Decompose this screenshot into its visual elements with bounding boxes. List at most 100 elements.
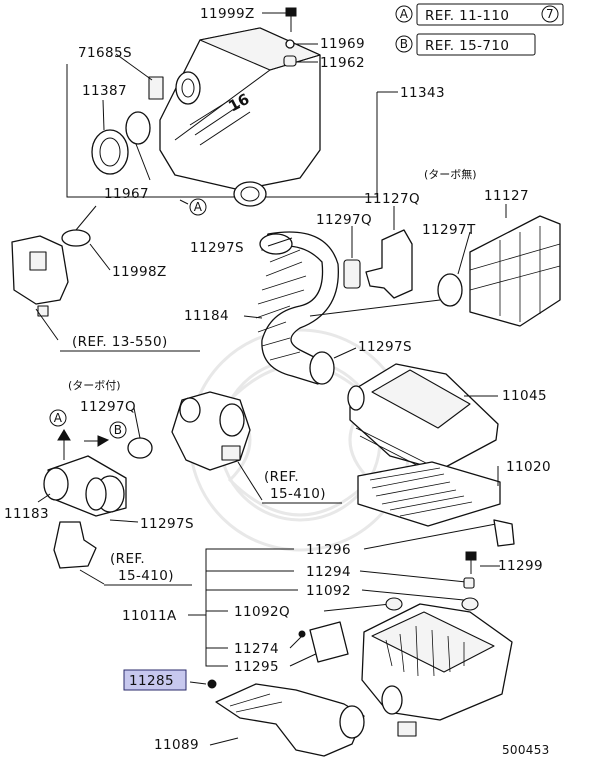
clip-11296-shape	[493, 519, 515, 547]
part-label-11011A[interactable]: 11011A	[122, 608, 177, 624]
clamp-11297Q-top-shape	[343, 259, 361, 289]
part-label-11127[interactable]: 11127	[484, 188, 529, 204]
part-label-11092Q[interactable]: 11092Q	[234, 604, 290, 620]
ref-13-550[interactable]: (REF. 13-550)	[72, 334, 168, 350]
part-label-11962[interactable]: 11962	[320, 55, 365, 71]
element-pleats	[369, 467, 473, 517]
bolt-11999Z-shape	[285, 7, 297, 17]
clamp-11297S-c-shape	[85, 477, 107, 511]
part-label-11296[interactable]: 11296	[306, 542, 351, 558]
callout-circle-a-top	[189, 198, 207, 216]
hose-ribs	[255, 249, 307, 361]
part-label-11297S-c[interactable]: 11297S	[140, 516, 194, 532]
ref-15-410-b-group: (REF. 15-410)	[104, 551, 192, 586]
grommet-11092Q-shape	[385, 597, 403, 611]
ref-15-410-b-line2[interactable]: 15-410)	[118, 568, 174, 584]
clamp-11387-shape	[125, 111, 151, 145]
part-label-11343[interactable]: 11343	[400, 85, 445, 101]
elbow-11127Q-shape	[365, 229, 413, 299]
resonator-group	[343, 204, 561, 327]
callout-circle-a-left	[49, 409, 67, 427]
resonator-ribs	[469, 226, 561, 322]
duct-outlet	[339, 705, 365, 739]
duct-11089-shape	[215, 683, 365, 757]
cover-ribs	[189, 99, 251, 146]
intercooler-cover-group: 16 A	[66, 7, 398, 216]
resonator-11127-shape	[469, 215, 561, 327]
group-bracket-11343	[66, 64, 378, 198]
turbo-bracket	[221, 445, 241, 461]
ref-box-b	[416, 33, 536, 56]
highlighted-part-11285[interactable]: 11285	[123, 669, 187, 691]
hose-11387-shape	[91, 129, 129, 175]
part-label-11297T[interactable]: 11297T	[422, 222, 476, 238]
clamp-11297Q-left-shape	[127, 437, 153, 459]
part-label-11045[interactable]: 11045	[502, 388, 547, 404]
callout-b-left: B	[114, 423, 123, 437]
part-label-11295[interactable]: 11295	[234, 659, 279, 675]
part-label-11285[interactable]: 11285	[129, 673, 174, 689]
cover-outlet	[233, 181, 267, 207]
part-label-11184[interactable]: 11184	[184, 308, 229, 324]
ref-text-b[interactable]: REF. 15-710	[425, 38, 509, 54]
part-label-11297Q-left[interactable]: 11297Q	[80, 399, 136, 415]
figure-number: 500453	[502, 743, 550, 757]
bolt-11285-shape	[207, 679, 217, 689]
part-label-11969[interactable]: 11969	[320, 36, 365, 52]
part-label-11092[interactable]: 11092	[306, 583, 351, 599]
bolt-11299-shape	[465, 551, 477, 561]
callout-circle-a	[395, 5, 413, 23]
ref-15-410-b-line1[interactable]: (REF.	[110, 551, 145, 567]
ref-text-a[interactable]: REF. 11-110	[425, 8, 509, 24]
hose-11184-shape	[261, 231, 339, 385]
element-11020-shape	[357, 461, 501, 527]
callout-a-key: A	[400, 7, 409, 21]
callout-circle-b-left	[109, 421, 127, 439]
part-label-11297Q-top[interactable]: 11297Q	[316, 212, 372, 228]
bracket-11011A	[205, 548, 294, 667]
grommet-11092-shape	[461, 597, 479, 611]
case-mount	[397, 721, 417, 737]
air-cleaner-group	[347, 363, 501, 527]
callout-a-top: A	[194, 200, 203, 214]
part-label-11299[interactable]: 11299	[498, 558, 543, 574]
part-label-11999Z[interactable]: 11999Z	[200, 6, 255, 22]
part-label-11020[interactable]: 11020	[506, 459, 551, 475]
part-label-11127Q[interactable]: 11127Q	[364, 191, 420, 207]
ref-15-410-line2[interactable]: 15-410)	[270, 486, 326, 502]
part-label-11089[interactable]: 11089	[154, 737, 199, 753]
duct-group	[189, 679, 365, 757]
nut-11969-shape	[285, 39, 295, 49]
clamp-11297T-shape	[437, 273, 463, 307]
note-turbo: (ターボ付)	[68, 379, 121, 392]
callout-a-left: A	[54, 411, 63, 425]
part-label-71685S[interactable]: 71685S	[78, 45, 132, 61]
part-label-11294[interactable]: 11294	[306, 564, 351, 580]
clamp-11297S-b-shape	[309, 351, 335, 385]
cover-inlet	[175, 71, 201, 105]
part-label-11967[interactable]: 11967	[104, 186, 149, 202]
part-label-11387[interactable]: 11387	[82, 83, 127, 99]
part-label-11183[interactable]: 11183	[4, 506, 49, 522]
ref-15-410-group: (REF. 15-410)	[262, 469, 342, 504]
ref-box-a	[416, 3, 564, 26]
throttle-body-group	[11, 205, 111, 341]
ref-13-550-group: (REF. 13-550)	[60, 334, 200, 352]
part-label-11297S-a[interactable]: 11297S	[190, 240, 244, 256]
part-label-11998Z[interactable]: 11998Z	[112, 264, 167, 280]
bolt-11295-shape	[298, 630, 306, 638]
highlight-box-11285[interactable]	[123, 669, 187, 691]
callout-circle-b	[395, 35, 413, 53]
gasket-11998Z-shape	[61, 229, 91, 247]
header-ref-b: B REF. 15-710	[395, 33, 536, 56]
plate-71685S-shape	[148, 76, 164, 100]
part-label-11297S-b[interactable]: 11297S	[358, 339, 412, 355]
ref-15-410-line1[interactable]: (REF.	[264, 469, 299, 485]
cover-11045-top	[371, 369, 471, 429]
case-grid	[385, 625, 465, 677]
sensor-15-410-shape	[53, 521, 97, 569]
clamp-11297S-a-shape	[259, 233, 293, 255]
part-label-11274[interactable]: 11274	[234, 641, 279, 657]
